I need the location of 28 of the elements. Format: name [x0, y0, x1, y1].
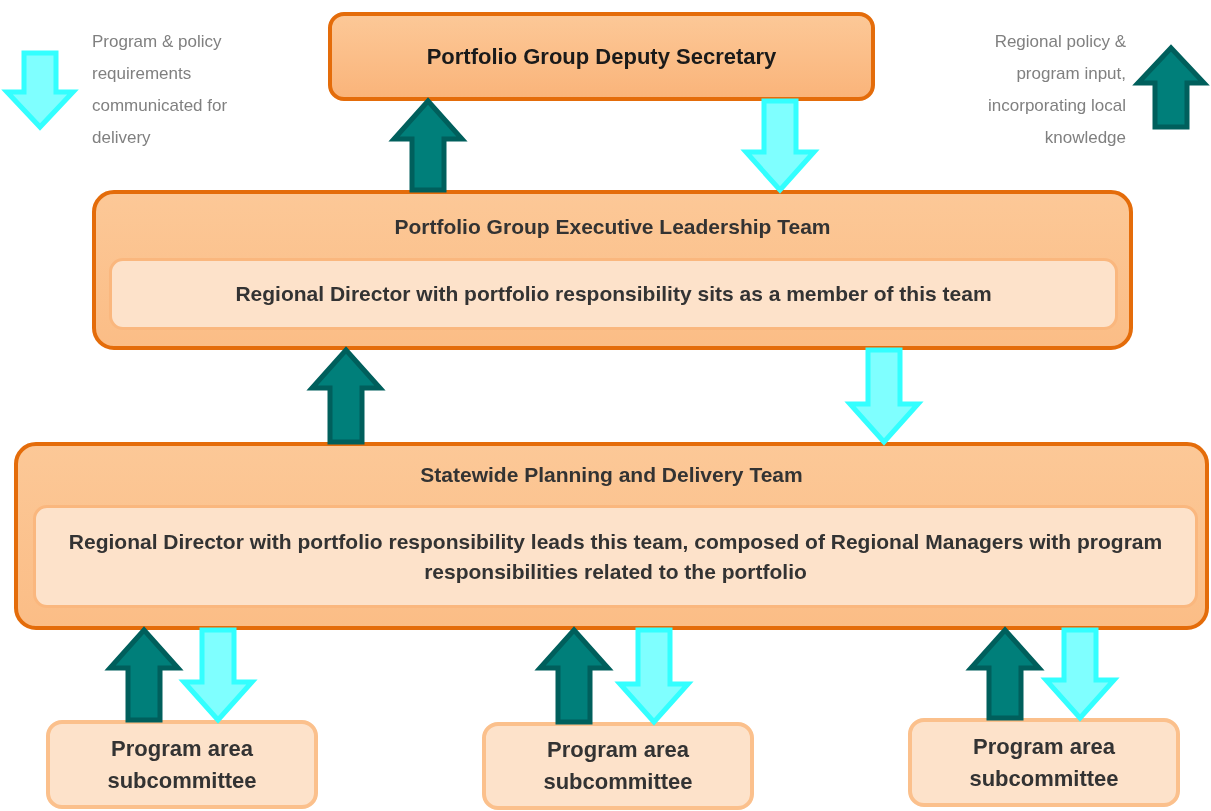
- subcommittee-box: [482, 722, 754, 810]
- team-heading: Statewide Planning and Delivery Team: [419, 462, 804, 488]
- block-arrow: [104, 626, 184, 723]
- legend-text: Program & policy requirements communicated for delivery: [92, 31, 229, 149]
- subcommittee-box: [908, 718, 1180, 807]
- team-heading: Portfolio Group Executive Leadership Team: [393, 214, 832, 240]
- member-box: [33, 505, 1198, 608]
- box-label: Program area subcommittee: [106, 734, 258, 795]
- member-box: [109, 258, 1118, 330]
- block-arrow: [178, 627, 258, 724]
- block-arrow: [965, 626, 1045, 721]
- subcommittee-box: [46, 720, 318, 809]
- block-arrow: [614, 627, 694, 726]
- process-box: [328, 12, 875, 101]
- block-arrow: [1040, 627, 1120, 722]
- legend-text: Regional policy & program input, incorporating local knowledge: [987, 31, 1126, 149]
- team-box: [14, 442, 1209, 630]
- block-arrow: [534, 626, 614, 725]
- box-label: Regional Director with portfolio responsibility sits as a member of this team: [234, 281, 993, 307]
- box-label: Program area subcommittee: [542, 736, 694, 796]
- box-label: Program area subcommittee: [968, 732, 1120, 793]
- box-label: Portfolio Group Deputy Secretary: [425, 42, 778, 71]
- box-label: Regional Director with portfolio responsibility leads this team, composed of Regional Managers with program responsibilities related to the portfolio: [67, 528, 1164, 585]
- block-arrow: [306, 346, 386, 445]
- block-arrow: [388, 97, 468, 193]
- team-box: [92, 190, 1133, 350]
- block-arrow: [844, 347, 924, 446]
- block-arrow: [740, 98, 820, 194]
